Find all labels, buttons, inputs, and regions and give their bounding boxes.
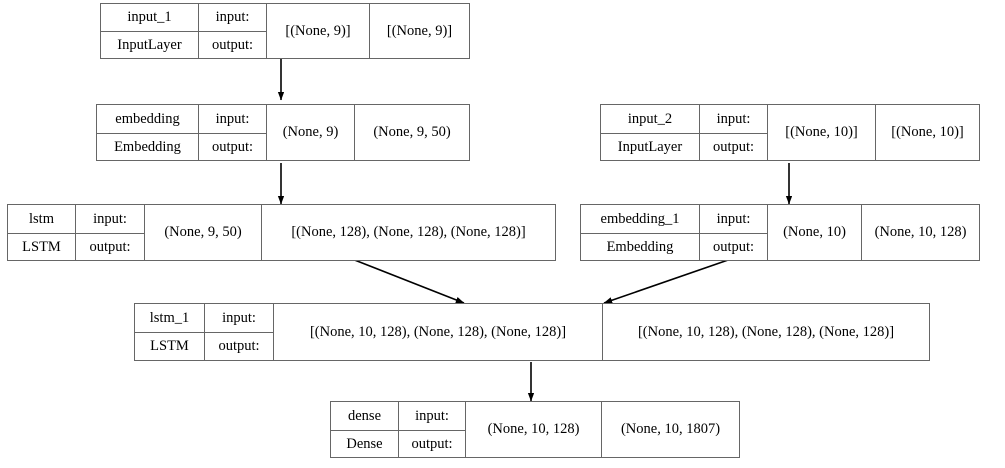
node-lstm_1[interactable]: lstm_1 LSTM input: output: [(None, 10, 1… bbox=[134, 303, 930, 361]
node-lstm-output-shape: [(None, 128), (None, 128), (None, 128)] bbox=[291, 224, 526, 241]
node-input_1-layer-name: input_1 bbox=[127, 9, 172, 26]
node-input_2-layer-name: input_2 bbox=[627, 110, 673, 127]
node-dense[interactable]: dense Dense input: output: (None, 10, 12… bbox=[330, 401, 740, 458]
node-embedding-input-label: input: bbox=[215, 110, 250, 127]
node-embedding-input-shape: (None, 9) bbox=[282, 124, 339, 141]
node-input_1-class-name: InputLayer bbox=[101, 31, 198, 58]
node-embedding_1-input-shape: (None, 10) bbox=[783, 224, 846, 241]
node-dense-input-shape: (None, 10, 128) bbox=[487, 421, 580, 438]
node-embedding-class-name: Embedding bbox=[97, 132, 198, 161]
node-embedding_1-class-name: Embedding bbox=[581, 232, 699, 261]
node-lstm-class-name: LSTM bbox=[8, 232, 75, 261]
node-embedding_1-output-shape: (None, 10, 128) bbox=[874, 224, 967, 241]
node-lstm_1-output-label: output: bbox=[205, 332, 273, 360]
node-lstm[interactable]: lstm LSTM input: output: (None, 9, 50) [… bbox=[7, 204, 556, 261]
edge-lstm-to-lstm1 bbox=[351, 258, 465, 304]
node-input_1-output-label: output: bbox=[199, 31, 266, 58]
node-input_1-output-shape: [(None, 9)] bbox=[386, 22, 453, 39]
node-embedding-output-shape: (None, 9, 50) bbox=[373, 124, 451, 141]
node-dense-input-label: input: bbox=[415, 407, 449, 424]
node-dense-output-shape: (None, 10, 1807) bbox=[620, 421, 721, 438]
node-input_1[interactable]: input_1 InputLayer input: output: [(None… bbox=[100, 3, 470, 59]
node-dense-output-label: output: bbox=[399, 429, 465, 458]
node-input_1-input-shape: [(None, 9)] bbox=[285, 22, 351, 39]
node-input_2[interactable]: input_2 InputLayer input: output: [(None… bbox=[600, 104, 980, 161]
node-lstm-output-label: output: bbox=[76, 232, 144, 261]
node-input_2-output-label: output: bbox=[700, 132, 767, 161]
node-embedding_1-output-label: output: bbox=[700, 232, 767, 261]
node-lstm_1-input-shape: [(None, 10, 128), (None, 128), (None, 12… bbox=[309, 323, 567, 340]
edge-embedding1-to-lstm1 bbox=[603, 258, 732, 304]
node-embedding[interactable]: embedding Embedding input: output: (None… bbox=[96, 104, 470, 161]
node-lstm_1-class-name: LSTM bbox=[135, 332, 204, 360]
node-embedding_1-layer-name: embedding_1 bbox=[600, 210, 680, 227]
node-embedding-output-label: output: bbox=[199, 132, 266, 161]
node-embedding_1[interactable]: embedding_1 Embedding input: output: (No… bbox=[580, 204, 980, 261]
node-dense-layer-name: dense bbox=[347, 407, 381, 424]
node-lstm_1-output-shape: [(None, 10, 128), (None, 128), (None, 12… bbox=[637, 323, 895, 340]
node-dense-class-name: Dense bbox=[331, 429, 398, 458]
node-lstm-input-label: input: bbox=[93, 210, 127, 227]
node-lstm_1-input-label: input: bbox=[222, 309, 256, 326]
node-input_2-class-name: InputLayer bbox=[601, 132, 699, 161]
node-embedding_1-input-label: input: bbox=[716, 210, 751, 227]
node-lstm-input-shape: (None, 9, 50) bbox=[164, 224, 242, 241]
node-lstm_1-layer-name: lstm_1 bbox=[149, 309, 190, 326]
node-lstm-layer-name: lstm bbox=[29, 210, 54, 227]
node-input_1-input-label: input: bbox=[215, 9, 250, 26]
node-input_2-input-label: input: bbox=[716, 110, 751, 127]
node-input_2-output-shape: [(None, 10)] bbox=[891, 124, 964, 141]
node-input_2-input-shape: [(None, 10)] bbox=[785, 124, 858, 141]
node-embedding-layer-name: embedding bbox=[115, 110, 180, 127]
